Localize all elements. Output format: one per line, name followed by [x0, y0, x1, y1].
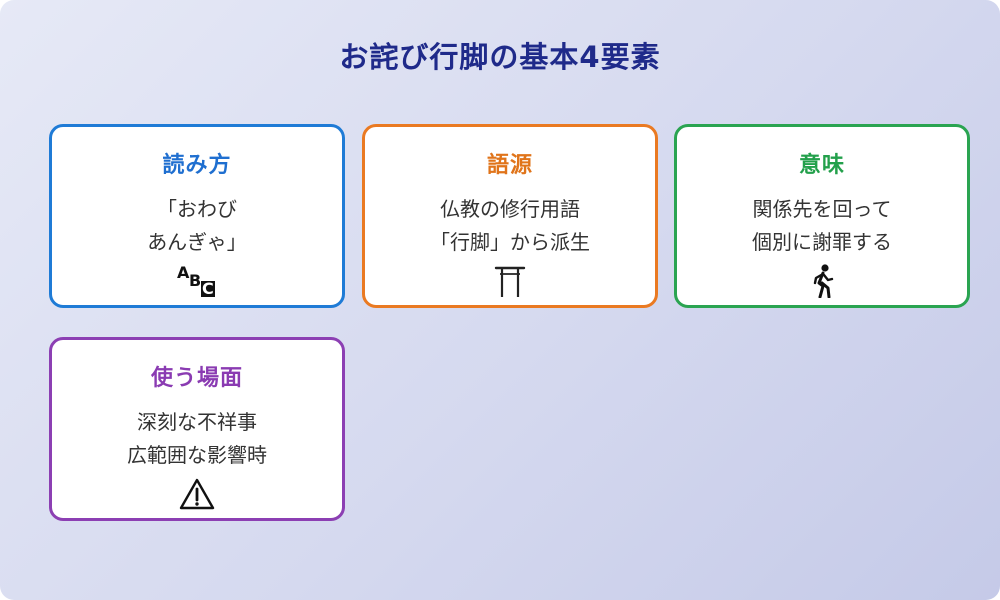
- card-line: 広範囲な影響時: [127, 443, 267, 467]
- card-origin: 語源 仏教の修行用語 「行脚」から派生: [362, 124, 658, 308]
- abc-icon-letter: C: [201, 279, 215, 298]
- card-heading: 語源: [486, 153, 533, 178]
- card-heading: 使う場面: [150, 366, 243, 391]
- card-heading: 読み方: [162, 153, 232, 178]
- card-body: 深刻な不祥事 広範囲な影響時: [52, 406, 342, 472]
- card-line: あんぎゃ」: [147, 230, 247, 254]
- card-reading: 読み方 「おわび あんぎゃ」 A B C: [49, 124, 345, 308]
- torii-gate-icon: [365, 263, 655, 299]
- card-line: 仏教の修行用語: [440, 197, 580, 221]
- card-line: 深刻な不祥事: [137, 410, 257, 434]
- card-usage: 使う場面 深刻な不祥事 広範囲な影響時: [49, 337, 345, 521]
- walking-person-icon: [677, 263, 967, 299]
- abc-icon: A B C: [52, 263, 342, 299]
- card-line: 関係先を回って: [752, 197, 892, 221]
- card-body: 関係先を回って 個別に謝罪する: [677, 193, 967, 259]
- card-line: 「行脚」から派生: [430, 230, 590, 254]
- abc-icon-letter: B: [189, 271, 202, 290]
- abc-icon-letter: A: [177, 263, 190, 282]
- card-heading: 意味: [798, 153, 845, 178]
- card-body: 仏教の修行用語 「行脚」から派生: [365, 193, 655, 259]
- card-body: 「おわび あんぎゃ」: [52, 193, 342, 259]
- warning-icon: [52, 476, 342, 512]
- card-line: 個別に謝罪する: [752, 230, 892, 254]
- diagram-title: お詫び行脚の基本4要素: [339, 40, 661, 74]
- card-line: 「おわび: [157, 197, 237, 221]
- card-meaning: 意味 関係先を回って 個別に謝罪する: [674, 124, 970, 308]
